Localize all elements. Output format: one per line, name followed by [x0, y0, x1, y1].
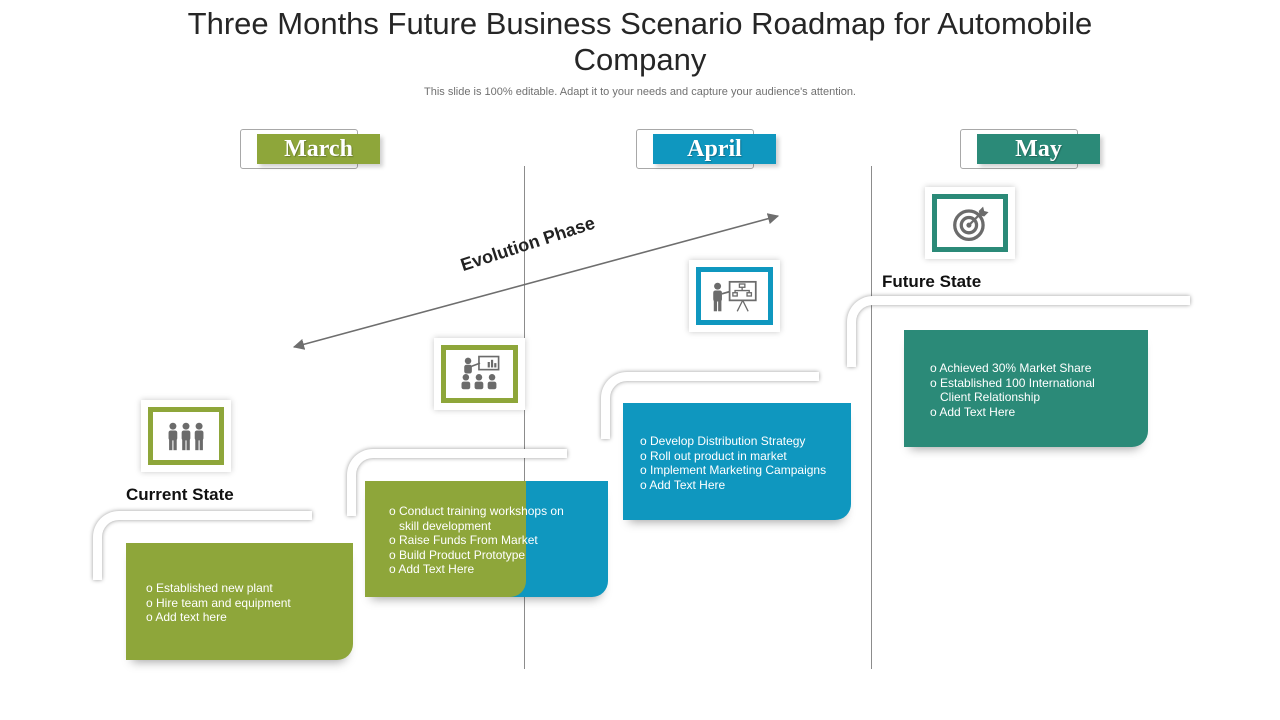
training-icon-box [434, 338, 525, 410]
target-icon [932, 194, 1008, 252]
column-divider-1 [524, 166, 525, 669]
list-item: Raise Funds From Market [389, 533, 574, 548]
step-bracket-2 [347, 449, 567, 516]
card-march-1: Established new plant Hire team and equi… [126, 543, 353, 660]
step-bracket-1 [93, 511, 312, 580]
page-subtitle: This slide is 100% editable. Adapt it to… [424, 86, 856, 98]
future-state-label: Future State [882, 272, 982, 291]
list-item: Add Text Here [389, 562, 574, 577]
list-item: Established new plant [146, 581, 346, 596]
list-item: Add text here [146, 610, 346, 625]
step-bracket-3 [601, 372, 819, 439]
card-march-1-list: Established new plant Hire team and equi… [146, 581, 346, 625]
team-icon [148, 407, 224, 465]
presentation-icon-box [689, 260, 780, 332]
card-march-2: Conduct training workshops on skill deve… [365, 481, 608, 597]
list-item: Achieved 30% Market Share [930, 361, 1115, 376]
presentation-icon [696, 267, 773, 325]
list-item: Conduct training workshops on skill deve… [389, 504, 574, 533]
step-bracket-4 [847, 296, 1190, 367]
current-state-label: Current State [126, 485, 234, 504]
card-may-list: Achieved 30% Market Share Established 10… [930, 361, 1115, 419]
list-item: Implement Marketing Campaigns [640, 463, 845, 478]
month-tab-march: March [257, 134, 380, 164]
card-april: Develop Distribution Strategy Roll out p… [623, 403, 851, 520]
list-item: Develop Distribution Strategy [640, 434, 845, 449]
month-tab-april: April [653, 134, 776, 164]
page-title: Three Months Future Business Scenario Ro… [187, 6, 1093, 77]
card-march-2-list: Conduct training workshops on skill deve… [389, 504, 574, 577]
card-may: Achieved 30% Market Share Established 10… [904, 330, 1148, 447]
list-item: Roll out product in market [640, 449, 845, 464]
training-icon [441, 345, 518, 403]
list-item: Established 100 International Client Rel… [930, 376, 1115, 405]
card-april-list: Develop Distribution Strategy Roll out p… [640, 434, 845, 492]
list-item: Add Text Here [930, 405, 1115, 420]
list-item: Hire team and equipment [146, 596, 346, 611]
month-tab-may: May [977, 134, 1100, 164]
target-icon-box [925, 187, 1015, 259]
column-divider-2 [871, 166, 872, 669]
list-item: Add Text Here [640, 478, 845, 493]
list-item: Build Product Prototype [389, 548, 574, 563]
team-icon-box [141, 400, 231, 472]
